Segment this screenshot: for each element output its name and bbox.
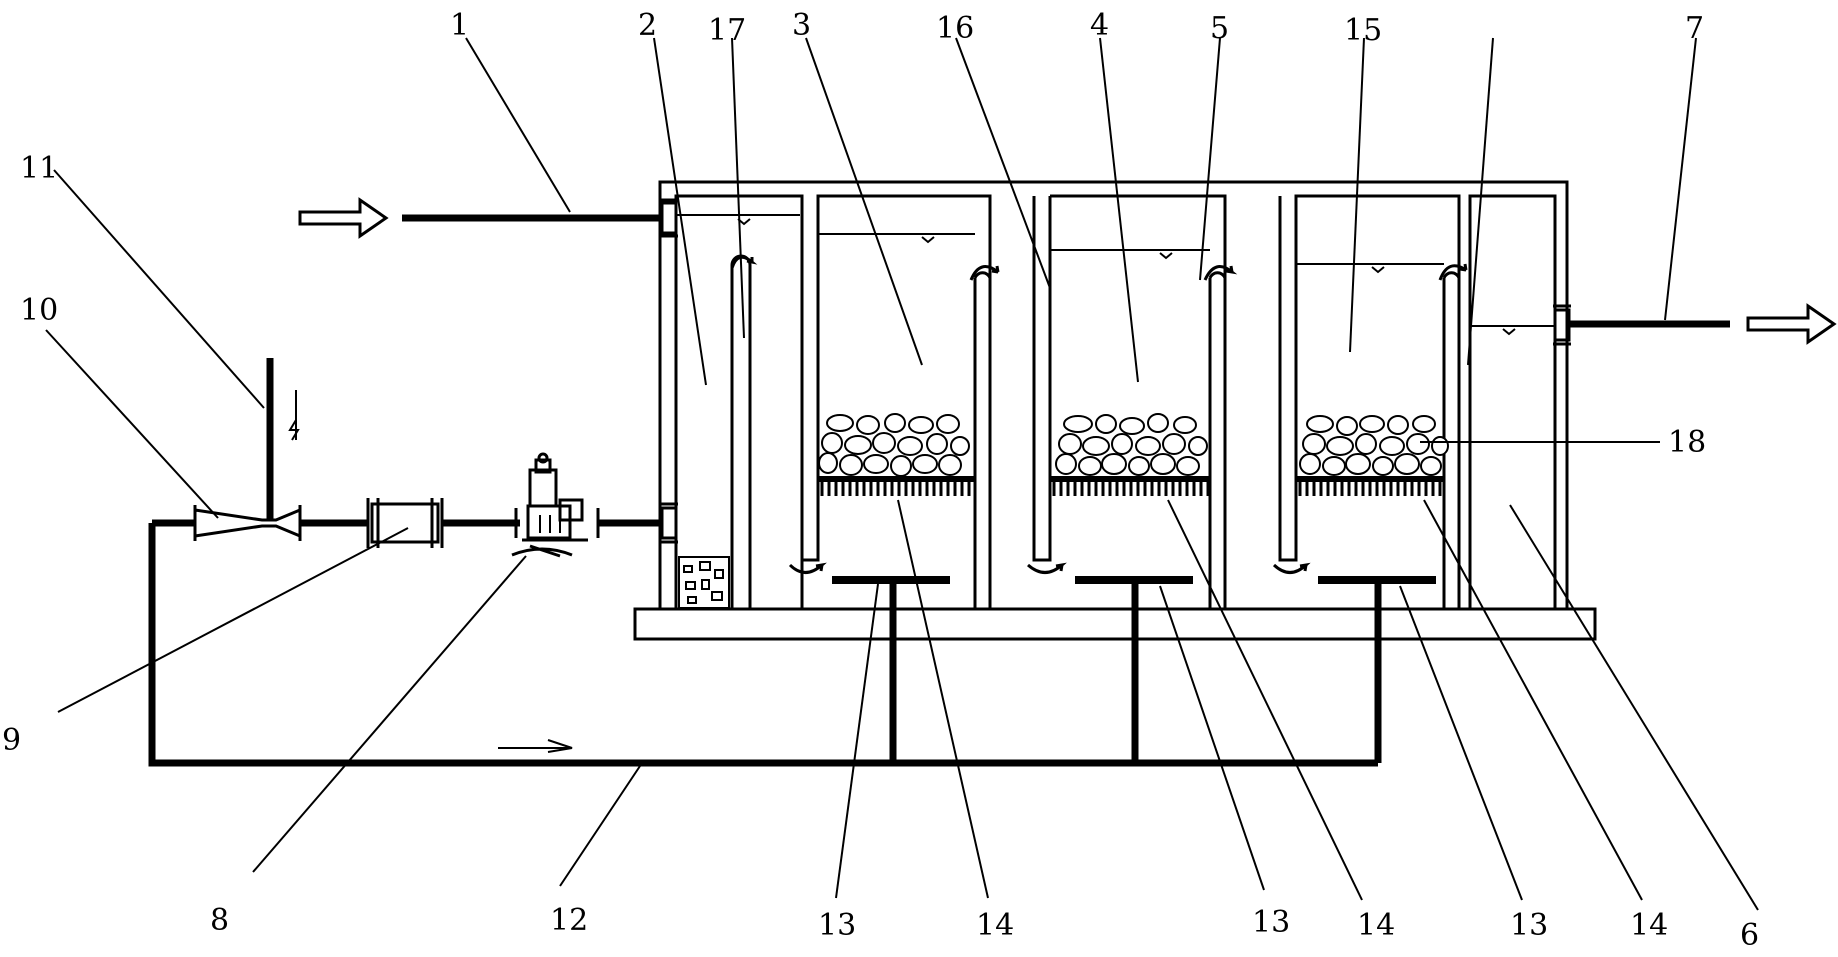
label-16: 16 <box>936 11 974 46</box>
aeration-distributors <box>832 576 1436 763</box>
label-13c: 13 <box>1510 908 1548 943</box>
leader-lines <box>45 37 1759 911</box>
label-7: 7 <box>1685 11 1704 46</box>
label-6: 6 <box>1740 918 1759 953</box>
support-grids <box>818 476 1444 496</box>
pump-icon <box>511 452 600 558</box>
label-13b: 13 <box>1252 905 1290 940</box>
flow-direction-arrow-icon <box>498 739 573 753</box>
label-5: 5 <box>1210 11 1229 46</box>
part-labels: 1 2 17 3 16 4 5 15 7 18 11 10 9 8 12 13 … <box>2 8 1759 953</box>
label-2: 2 <box>638 8 657 43</box>
filter-media <box>818 413 1449 477</box>
curved-overflow-arrow-icon <box>730 255 1468 574</box>
label-14c: 14 <box>1630 908 1668 943</box>
label-14a: 14 <box>976 908 1014 943</box>
inlet-arrow-icon <box>298 197 389 239</box>
label-3: 3 <box>792 8 811 43</box>
label-11: 11 <box>20 151 58 186</box>
piping <box>148 198 1730 767</box>
label-9: 9 <box>2 723 21 758</box>
label-8: 8 <box>210 903 229 938</box>
label-18: 18 <box>1668 425 1706 460</box>
label-10: 10 <box>20 293 58 328</box>
outlet-arrow-icon <box>1746 303 1837 345</box>
label-1: 1 <box>450 8 469 43</box>
label-14b: 14 <box>1357 908 1395 943</box>
label-4: 4 <box>1090 8 1109 43</box>
label-15: 15 <box>1344 13 1382 48</box>
label-13a: 13 <box>818 908 856 943</box>
label-17: 17 <box>708 13 746 48</box>
label-12: 12 <box>550 903 588 938</box>
tank-structure <box>633 180 1597 641</box>
